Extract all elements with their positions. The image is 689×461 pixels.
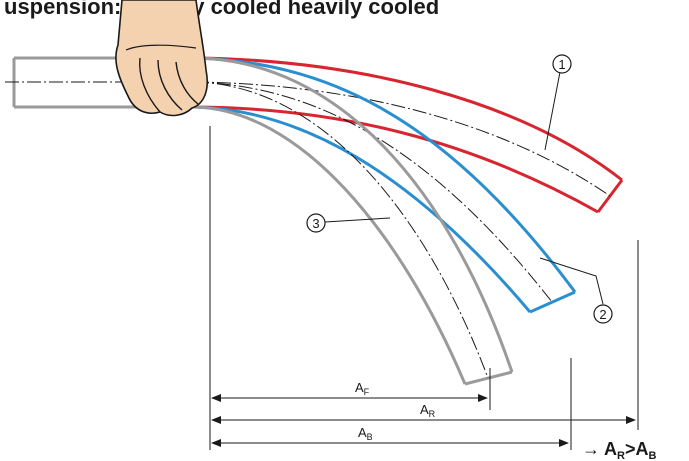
svg-text:AB: AB <box>358 425 373 442</box>
callout-3-label: 3 <box>312 216 319 231</box>
callout-3: 3 <box>306 213 391 233</box>
svg-text:AR: AR <box>420 402 436 419</box>
dimension-af: AF <box>211 380 488 402</box>
page-title: uspension: slightly cooled heavily coole… <box>4 0 440 19</box>
dimension-ab: AB <box>211 425 569 447</box>
result-rhs-sub: B <box>648 450 656 461</box>
hand-illustration <box>115 0 208 117</box>
ar-sub: R <box>429 409 436 419</box>
svg-text:AF: AF <box>355 380 370 397</box>
dimension-ar: AR <box>211 402 636 424</box>
result-formula: →AR>AB <box>582 439 656 461</box>
result-lhs-sub: R <box>617 450 625 461</box>
extension-lines <box>209 126 639 450</box>
result-op: > <box>625 439 636 459</box>
hose-3-gray <box>194 56 514 386</box>
result-arrow: → <box>582 439 600 459</box>
callout-1: 1 <box>544 54 572 151</box>
svg-text:→AR>AB: →AR>AB <box>582 439 656 461</box>
ab-sub: B <box>367 432 373 442</box>
callout-2: 2 <box>539 257 613 324</box>
ar-label: A <box>420 402 429 417</box>
hose-2-blue <box>194 56 577 314</box>
result-rhs: A <box>635 439 648 459</box>
hose-1-red <box>194 56 624 214</box>
result-lhs: A <box>604 439 617 459</box>
af-label: A <box>355 380 364 395</box>
af-sub: F <box>364 387 370 397</box>
callout-2-label: 2 <box>599 307 606 322</box>
ab-label: A <box>358 425 367 440</box>
callout-1-label: 1 <box>558 57 565 72</box>
